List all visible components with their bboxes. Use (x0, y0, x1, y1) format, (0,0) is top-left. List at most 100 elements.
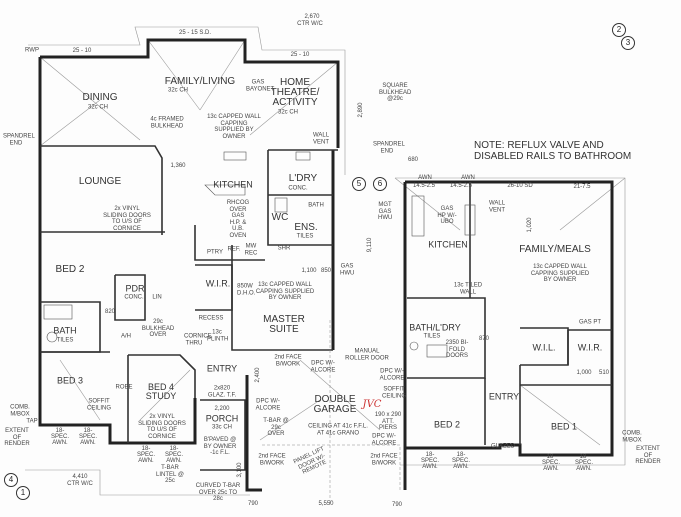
note-glazed: GLAZED (490, 443, 516, 450)
ensuite-bath: BATH (308, 202, 324, 209)
dim-1000: 1,000 (576, 370, 592, 376)
room-kitchen: KITCHEN (213, 179, 253, 190)
note-gas-hp: GAS HP W/- UBO (437, 206, 457, 226)
note-spandrel-right: SPANDREL END (373, 141, 405, 154)
note-bifold: 2350 BI-FOLD DOORS (445, 340, 469, 360)
note-tap: TAP (26, 418, 38, 425)
room-right-wir: W.I.R. (577, 342, 603, 353)
note-spandrel-left: SPANDREL END (3, 133, 35, 146)
note-sliding-doors-study: 2x VINYL SLIDING DOORS TO U/S OF CORNICE (138, 413, 186, 440)
window-spec-2: 18-SPEC. AWN. (78, 428, 97, 446)
dim-5550: 5,550 (318, 501, 334, 507)
dim-ctr-wc: CTR W/C (297, 21, 323, 27)
note-extent-render-right: EXTENT OF RENDER (635, 446, 661, 466)
window-spec-4: 18-SPEC. AWN. (164, 446, 183, 464)
note-cornice-thru: CORNICE THRU (184, 333, 212, 346)
room-right-entry: ENTRY (488, 391, 520, 402)
air-handler: A/H (120, 333, 132, 340)
dim-4410: 4,410 (72, 474, 88, 480)
room-family-meals: FAMILY/MEALS (519, 244, 591, 255)
note-soffit: SOFFIT CEILING (87, 398, 112, 411)
dim-790: 790 (247, 501, 259, 507)
room-wir: W.I.R. (205, 278, 231, 289)
window-spec-5: 18-SPEC. AWN. (420, 452, 439, 470)
room-bath: BATH (53, 325, 77, 336)
room-laundry: L'DRY (288, 173, 318, 184)
dim-1360: 1,360 (170, 163, 186, 169)
room-porch: PORCH (205, 413, 239, 424)
room-dining: DINING (82, 92, 118, 103)
grid-marker-4: 4 (4, 473, 18, 487)
dining-ceiling: 32c CH (87, 104, 109, 111)
window-right-family: 26-10 SD (507, 183, 533, 189)
shower: SHR (277, 245, 291, 252)
family-ceiling: 32c CH (167, 87, 189, 94)
grid-marker-6: 6 (373, 177, 387, 191)
main-note: NOTE: REFLUX VALVE AND DISABLED RAILS TO… (474, 140, 632, 162)
dim-850: 850 (320, 268, 332, 274)
window-dining: 25 - 10 (72, 48, 92, 54)
note-curved-tbar: CURVED T-BAR OVER 25c TO 28c (195, 483, 241, 503)
window-family: 25 - 15 S.D. (178, 30, 212, 36)
bath-laundry-floor: TILES (423, 333, 441, 340)
dim-680: 680 (407, 157, 419, 163)
window-spec-6: 18-SPEC. AWN. (451, 452, 470, 470)
note-wall-vent: WALL VENT (312, 132, 330, 145)
note-dpc-alcore-2: DPC W/- ALCORE (255, 398, 281, 411)
garage-ceiling: CEILING AT 41c F.F.L. AT 41c GRANO (308, 423, 368, 436)
note-soffit-2: SOFFIT CEILING (382, 386, 407, 399)
window-spec-7: 18-SPEC. AWN. (541, 454, 560, 472)
room-bed3: BED 3 (56, 375, 84, 386)
room-right-bed2: BED 2 (433, 419, 461, 430)
window-awning-1: AWN (418, 175, 432, 181)
fixtures (43, 151, 476, 358)
pantry: PTRY (207, 249, 223, 256)
note-dpc-alcore-4: DPC W/- ALCORE (371, 433, 397, 446)
room-bed1: BED 1 (550, 421, 578, 432)
room-bed4-study: BED 4 STUDY (145, 382, 177, 401)
bath-floor: TILES (56, 337, 74, 344)
dim-1020: 1,020 (527, 217, 533, 233)
ensuite-floor: TILES (296, 233, 314, 240)
room-entry: ENTRY (206, 363, 238, 374)
room-powder: PDR (125, 283, 145, 294)
note-wall-capping: 13c CAPPED WALL CAPPING SUPPLIED BY OWNE… (207, 113, 261, 140)
note-glazed-door: 2x820 GLAZ. T.F. (207, 385, 237, 398)
note-wall-capping-right: 13c CAPPED WALL CAPPING SUPPLIED BY OWNE… (530, 264, 590, 284)
powder-floor: CONC. (124, 294, 144, 301)
note-framed-bulkhead: 4c FRAMED BULKHEAD (150, 116, 184, 129)
note-comb-meter: COMB. M/BOX (10, 404, 30, 417)
note-face-brickwork-3: 2nd FACE B/WORK (370, 453, 398, 466)
note-mgt-gas: MGT GAS HWU (378, 202, 393, 222)
grid-marker-3: 3 (621, 36, 635, 50)
grid-marker-1: 1 (16, 486, 30, 500)
window-spec-8: 18-SPEC. AWN. (574, 454, 593, 472)
garage-door-outline (262, 320, 401, 505)
dim-1100: 1,100 (301, 268, 317, 274)
note-gas-hwu: GAS HWU (340, 263, 355, 276)
note-wall-capping-master: 13c CAPPED WALL CAPPING SUPPLIED BY OWNE… (255, 282, 315, 302)
note-tiled-wall: 13c TILED WALL (453, 282, 483, 295)
note-paved: B'PAVED @ BY OWNER -1c F.L. (203, 437, 237, 457)
room-wil: W.I.L. (532, 342, 556, 353)
porch-ceiling: 33c CH (211, 424, 233, 431)
note-att-piers: 190 x 290 ATT. PIERS (374, 412, 402, 432)
dim-510: 510 (598, 370, 610, 376)
note-oven: RHCOG OVER GAS H.P. & U.B. OVEN (226, 200, 250, 240)
note-dho: 850W D.H.O. (237, 283, 256, 296)
robe: ROBE (115, 384, 133, 391)
note-square-bulkhead: SQUARE BULKHEAD @29c (379, 83, 412, 103)
room-bath-laundry: BATH/L'DRY (409, 322, 461, 333)
room-bed2: BED 2 (55, 264, 85, 275)
dim-ctr-wc-2: CTR W/C (67, 481, 93, 487)
dim-870: 870 (478, 336, 490, 342)
note-face-brickwork: 2nd FACE B/WORK (274, 354, 302, 367)
note-bulkhead-over: 29c BULKHEAD OVER (141, 319, 175, 339)
room-master-suite: MASTER SUITE (263, 314, 305, 335)
dim-2890: 2,890 (358, 102, 364, 118)
dim-9110: 9,110 (367, 237, 373, 253)
note-tbar-lintel: T-BAR LINTEL @ 25c (156, 465, 184, 485)
room-right-kitchen: KITCHEN (428, 239, 468, 250)
